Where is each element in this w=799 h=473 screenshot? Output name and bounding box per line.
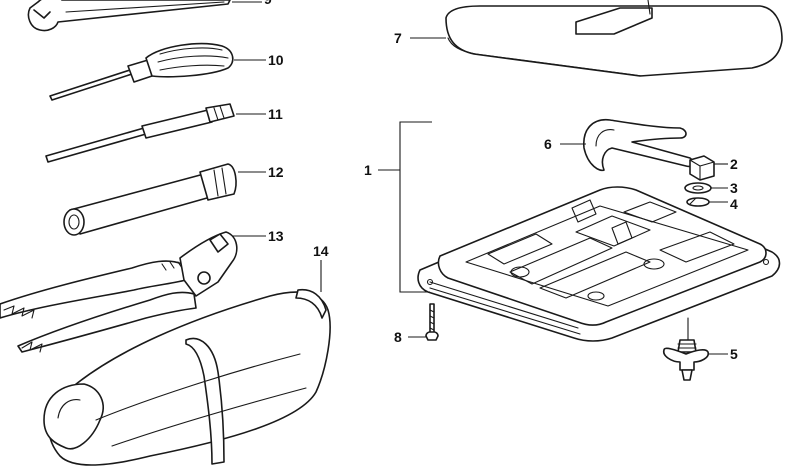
callout-2: 2 bbox=[730, 156, 738, 172]
hex-nut-icon[interactable] bbox=[689, 155, 715, 181]
retaining-clip-icon[interactable] bbox=[583, 119, 695, 172]
socket-wrench-icon[interactable] bbox=[63, 163, 237, 236]
tray-cover-icon[interactable] bbox=[445, 0, 783, 77]
callout-5: 5 bbox=[730, 346, 738, 362]
screw-icon[interactable] bbox=[425, 303, 439, 341]
tool-tray-icon[interactable] bbox=[417, 186, 781, 342]
wing-bolt-icon[interactable] bbox=[662, 317, 710, 381]
screwdriver-icon[interactable] bbox=[49, 42, 234, 101]
open-end-wrench-icon[interactable] bbox=[27, 0, 231, 32]
callout-9: 9 bbox=[264, 0, 272, 7]
spring-washer-icon[interactable] bbox=[686, 197, 710, 207]
callout-1: 1 bbox=[364, 162, 372, 178]
washer-icon[interactable] bbox=[684, 182, 712, 194]
callout-8: 8 bbox=[394, 329, 402, 345]
pliers-icon[interactable] bbox=[0, 231, 238, 353]
callout-7: 7 bbox=[394, 30, 402, 46]
callout-12: 12 bbox=[268, 164, 284, 180]
callout-6: 6 bbox=[544, 136, 552, 152]
callout-14: 14 bbox=[313, 243, 329, 259]
callout-1-leader bbox=[378, 121, 432, 293]
callout-4: 4 bbox=[730, 196, 738, 212]
callout-3: 3 bbox=[730, 180, 738, 196]
callout-10: 10 bbox=[268, 52, 284, 68]
pin-punch-icon[interactable] bbox=[45, 103, 235, 163]
tool-roll-icon[interactable] bbox=[43, 288, 331, 466]
callout-13: 13 bbox=[268, 228, 284, 244]
callout-11: 11 bbox=[268, 106, 283, 122]
